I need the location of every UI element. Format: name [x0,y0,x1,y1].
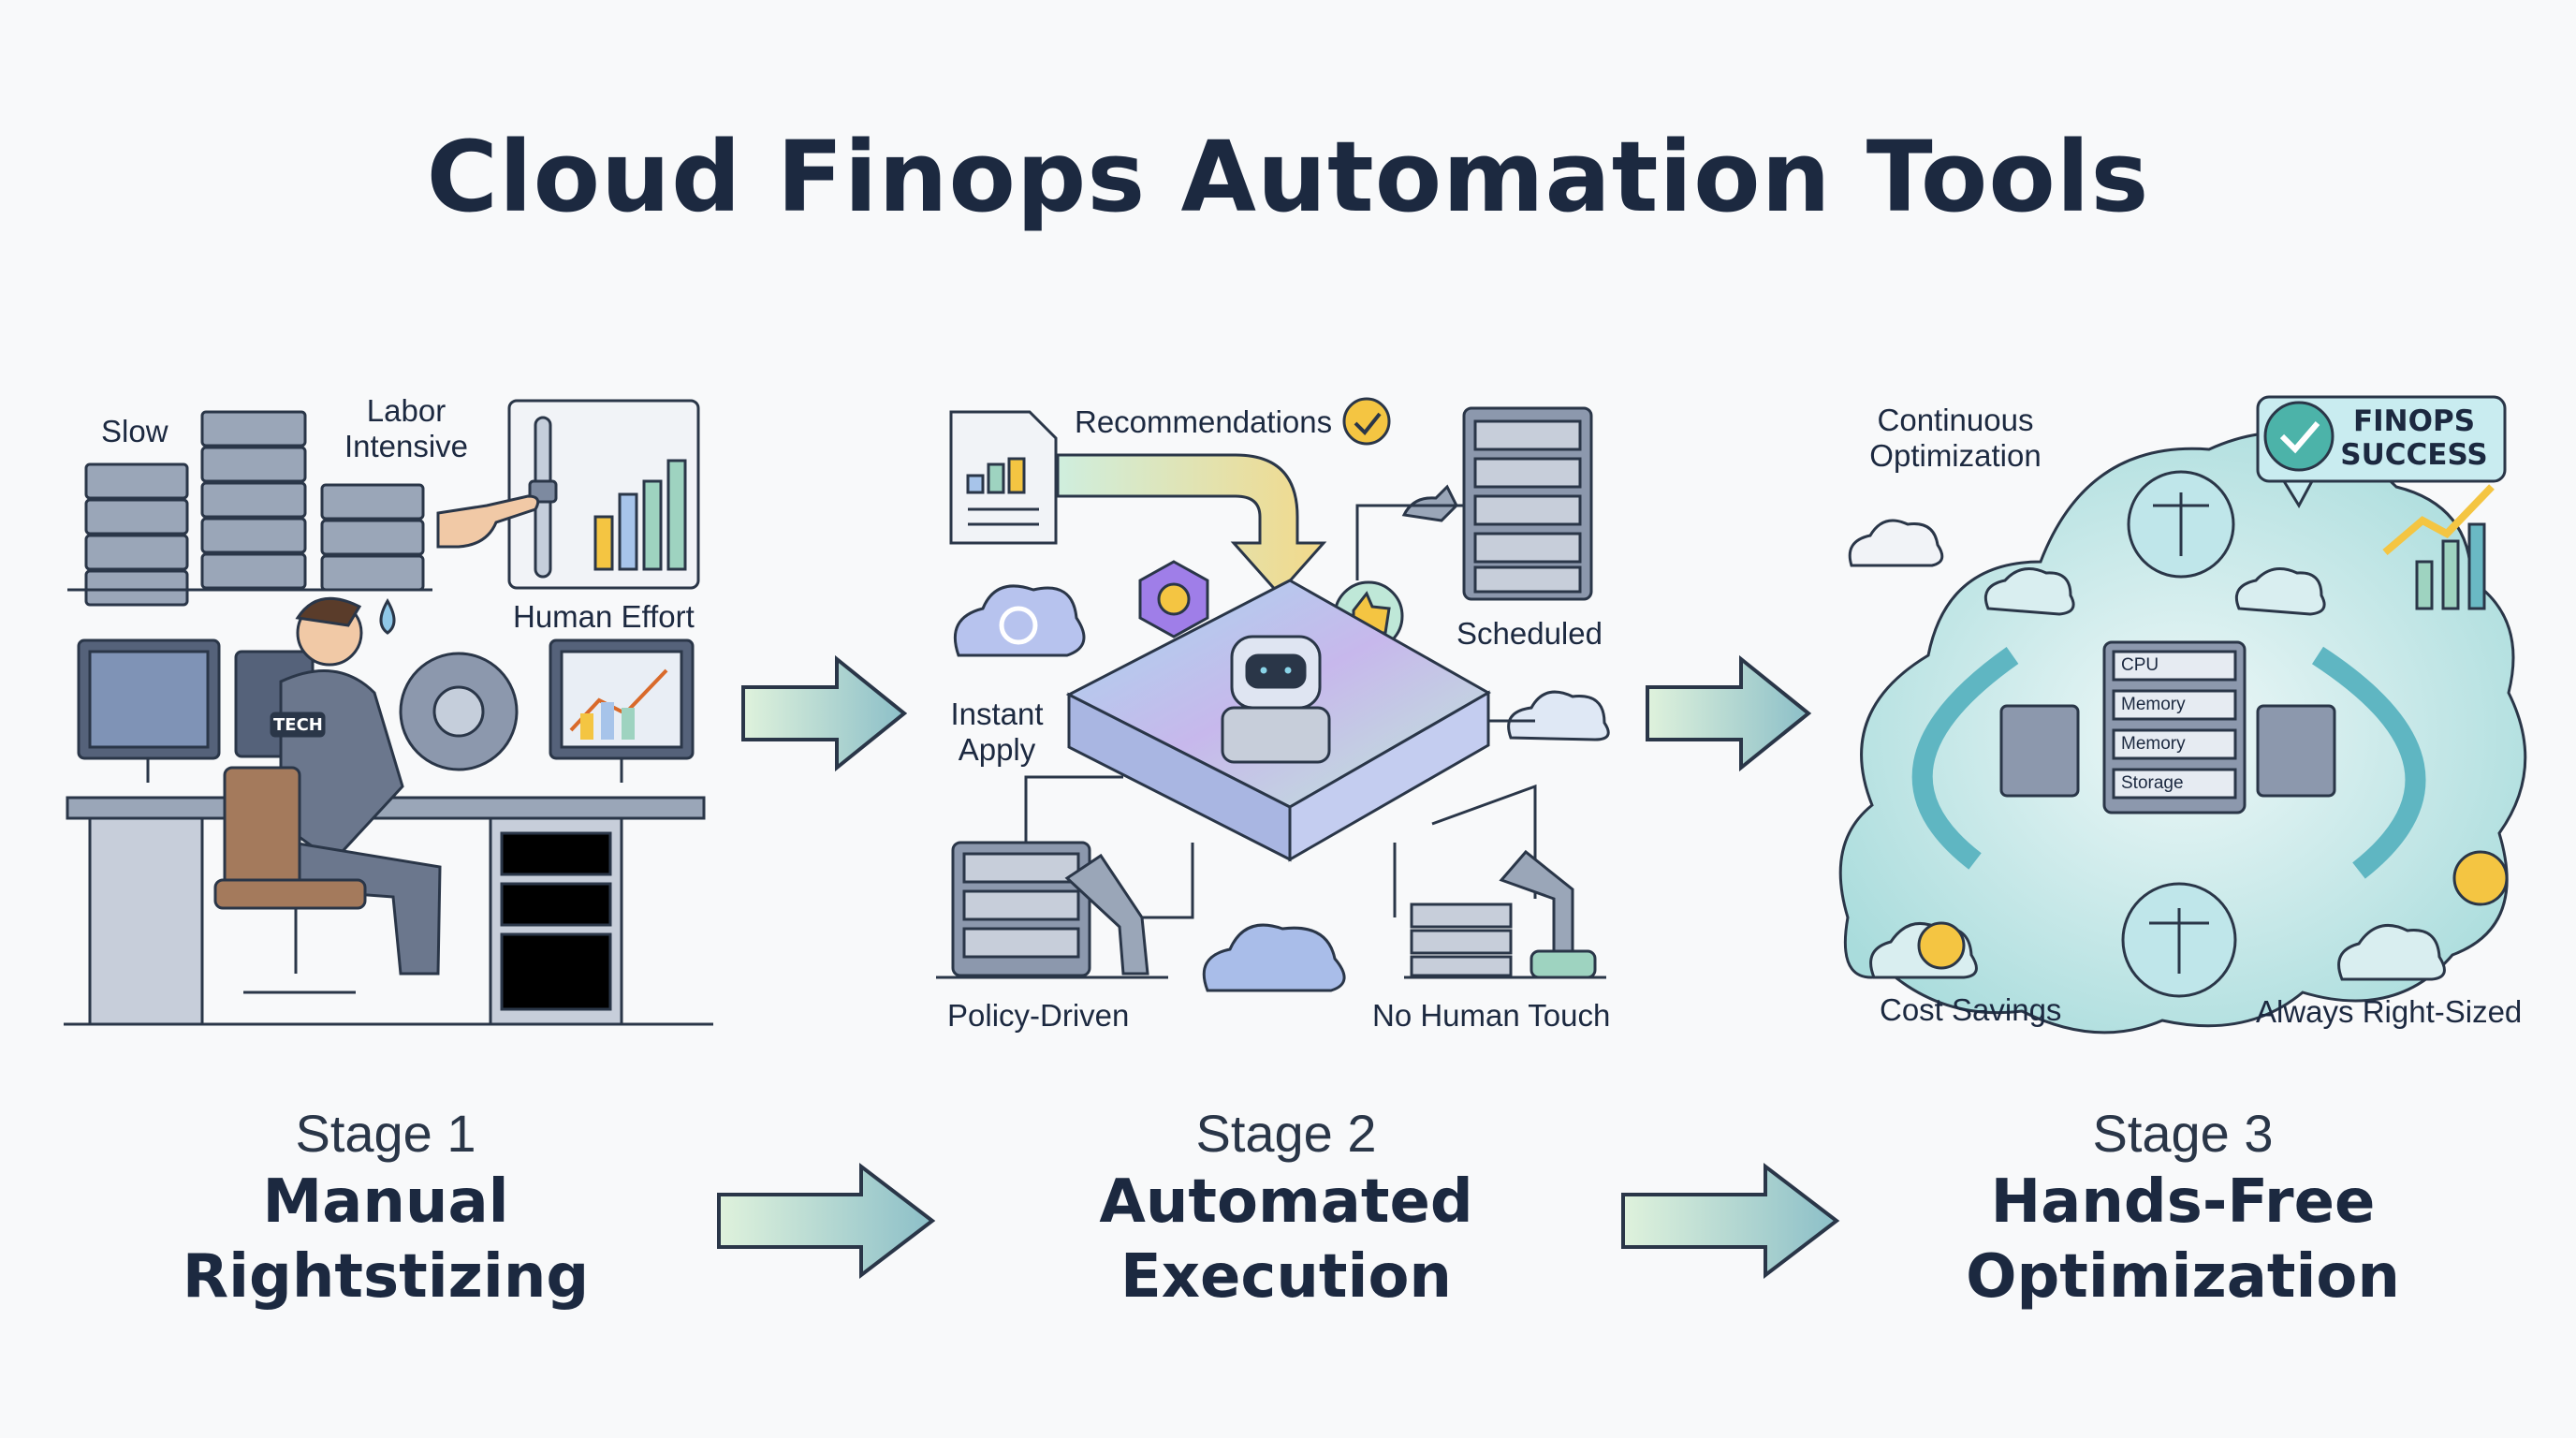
label-human-effort: Human Effort [513,599,695,634]
central-server-icon [2102,640,2247,814]
cloud-icon [1507,690,1610,741]
label-labor-line1: Labor [366,393,446,428]
stage-3-number: Stage 3 [2092,1104,2274,1163]
stage-3-name-line2: Optimization [1966,1242,2400,1312]
stage3-illustration [1838,395,2527,1034]
sync-cloud-icon [953,584,1086,657]
dollar-cloud-icon [1983,567,2075,616]
arrow-bottom-2 [1621,1162,1840,1280]
label-continuous-optimization: Continuous Optimization [1857,403,2054,474]
stage-1-caption: Stage 1 Manual Rightstizing [58,1103,713,1314]
stage-3-caption: Stage 3 Hands-Free Optimization [1855,1103,2510,1314]
shirt-tag: TECH [273,715,323,735]
label-cost-savings: Cost Savings [1880,992,2062,1027]
sweat-drop-icon [379,598,396,635]
label-labor-line2: Intensive [344,429,469,463]
trend-chart-icon [2382,484,2495,610]
server-slot-storage: Storage [2121,773,2184,793]
label-continuous-line2: Optimization [1869,438,2042,473]
technician-icon [213,596,442,994]
server-rack-icon [1999,704,2080,798]
label-scheduled: Scheduled [1456,616,1603,651]
stage-2-name-line1: Automated [1099,1167,1473,1237]
stage-2-number: Stage 2 [1195,1104,1377,1163]
stage-2-caption: Stage 2 Automated Execution [959,1103,1614,1314]
chart-panel-icon [507,399,700,590]
page-title: Cloud Finops Automation Tools [426,120,2150,234]
server-slot-memory-2: Memory [2121,734,2186,754]
stage-2-name-line2: Execution [1120,1242,1452,1312]
label-slow: Slow [101,414,168,448]
cycle-arrow-left [1911,647,2019,870]
label-no-human-touch: No Human Touch [1372,998,1611,1033]
label-instant-line2: Apply [958,732,1036,767]
chart-cloud-icon [2234,567,2326,616]
badge-line2: SUCCESS [2340,438,2488,472]
label-always-right-sized: Always Right-Sized [2256,994,2523,1029]
check-icon [1342,397,1391,446]
stage-3-name-line1: Hands-Free [1990,1167,2376,1237]
server-rack-icon [67,410,432,607]
stage-1-name-line2: Rightstizing [182,1242,590,1312]
right-sized-cloud-icon [2337,923,2446,981]
finops-success-badge [2256,395,2507,509]
server-rack-icon [2256,704,2336,798]
badge-line1: FINOPS [2352,404,2476,438]
automation-platform [1065,579,1492,862]
server-rack-icon [1404,849,1606,979]
arrow-top-1 [741,654,908,772]
hand-icon [436,494,540,549]
document-icon [949,410,1058,545]
dollar-coin-icon [2452,850,2509,906]
arrow-top-2 [1646,654,1812,772]
label-instant-apply: Instant Apply [936,697,1058,768]
server-slot-memory-1: Memory [2121,695,2186,714]
server-slot-cpu: CPU [2121,655,2159,675]
desk [64,796,713,1026]
stage2-illustration [936,397,1610,992]
gears-cloud-icon [1202,923,1346,992]
cycle-arrow-right [2311,646,2426,879]
label-instant-line1: Instant [950,697,1044,731]
label-policy-driven: Policy-Driven [947,998,1130,1033]
label-labor-intensive: Labor Intensive [331,393,481,464]
robot-arm-icon [1401,484,1458,522]
flow-arrow [1056,453,1327,596]
stage-1-name-line1: Manual [262,1167,509,1237]
server-rack-icon [1462,406,1593,601]
stage-1-number: Stage 1 [295,1104,476,1163]
badge-finops-success: FINOPS SUCCESS [2334,404,2494,472]
stage1-illustration [64,399,713,1026]
label-recommendations: Recommendations [1075,404,1333,439]
arrow-bottom-1 [717,1162,936,1280]
cloud-icon [1848,519,1944,567]
label-continuous-line1: Continuous [1877,403,2034,437]
server-rack-icon [936,841,1168,979]
